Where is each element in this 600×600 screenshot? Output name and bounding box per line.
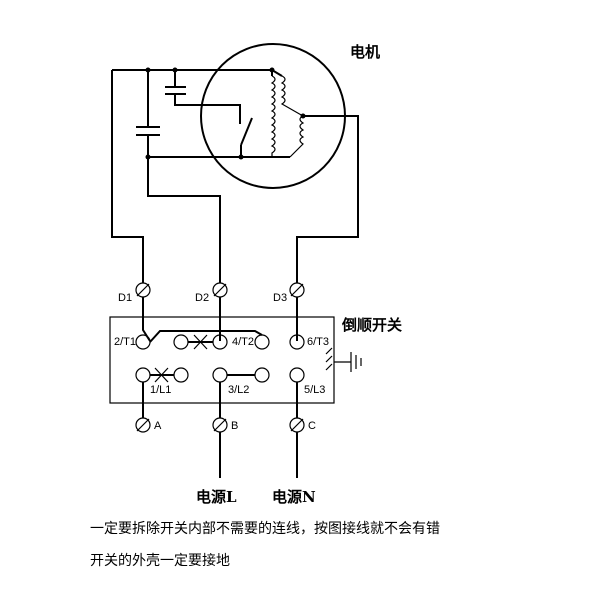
terminal-l3	[289, 367, 305, 383]
terminal-d1	[135, 282, 151, 298]
label-l2: 3/L2	[228, 384, 249, 396]
terminal-c	[289, 417, 305, 433]
terminal-a	[135, 417, 151, 433]
ground-symbol	[325, 347, 362, 372]
switch-label: 倒顺开关	[341, 316, 402, 334]
label-power-l: 电源L	[196, 488, 237, 506]
label-l1: 1/L1	[150, 384, 171, 396]
terminal-l2	[212, 367, 228, 383]
label-b: B	[231, 420, 238, 432]
switch-blade	[240, 117, 253, 146]
terminal-b	[212, 417, 228, 433]
wire-smallcap-to-switch	[174, 94, 241, 118]
terminal-t3	[289, 334, 305, 350]
label-d2: D2	[195, 292, 209, 304]
terminal-internal	[254, 334, 270, 350]
reversing-switch-box	[109, 316, 335, 404]
terminal-internal	[173, 334, 189, 350]
internal-link-top	[149, 330, 263, 343]
wire-d1-to-t1	[142, 297, 151, 342]
label-t3: 6/T3	[307, 336, 329, 348]
wire-d3	[296, 115, 359, 283]
label-t2: 4/T2	[232, 336, 254, 348]
junction-dot	[145, 67, 151, 73]
junction-dot	[238, 154, 244, 160]
terminal-d3	[289, 282, 305, 298]
terminal-d2	[212, 282, 228, 298]
note-ground-case: 开关的外壳一定要接地	[90, 553, 230, 569]
label-t1: 2/T1	[114, 336, 136, 348]
wire-winding-link	[271, 69, 283, 77]
aux-winding-lower	[289, 115, 305, 158]
label-a: A	[154, 420, 162, 432]
wire-winding-top	[212, 69, 273, 76]
label-power-n: 电源N	[272, 488, 316, 506]
label-l3: 5/L3	[304, 384, 325, 396]
removed-mark	[193, 334, 208, 350]
note-remove-links: 一定要拆除开关内部不需要的连线，按图接线就不会有错	[90, 521, 440, 537]
terminal-l1	[135, 367, 151, 383]
terminal-t1	[135, 334, 151, 350]
label-c: C	[308, 420, 316, 432]
label-d3: D3	[273, 292, 287, 304]
junction-dot	[145, 154, 151, 160]
motor-label: 电机	[350, 43, 380, 61]
terminal-internal	[173, 367, 189, 383]
aux-winding	[280, 75, 304, 117]
terminal-internal	[254, 367, 270, 383]
junction-dot	[172, 67, 178, 73]
main-winding	[270, 75, 276, 157]
removed-mark	[154, 367, 169, 383]
label-d1: D1	[118, 292, 132, 304]
wire-d2	[147, 157, 221, 283]
wire-d1	[111, 70, 144, 283]
